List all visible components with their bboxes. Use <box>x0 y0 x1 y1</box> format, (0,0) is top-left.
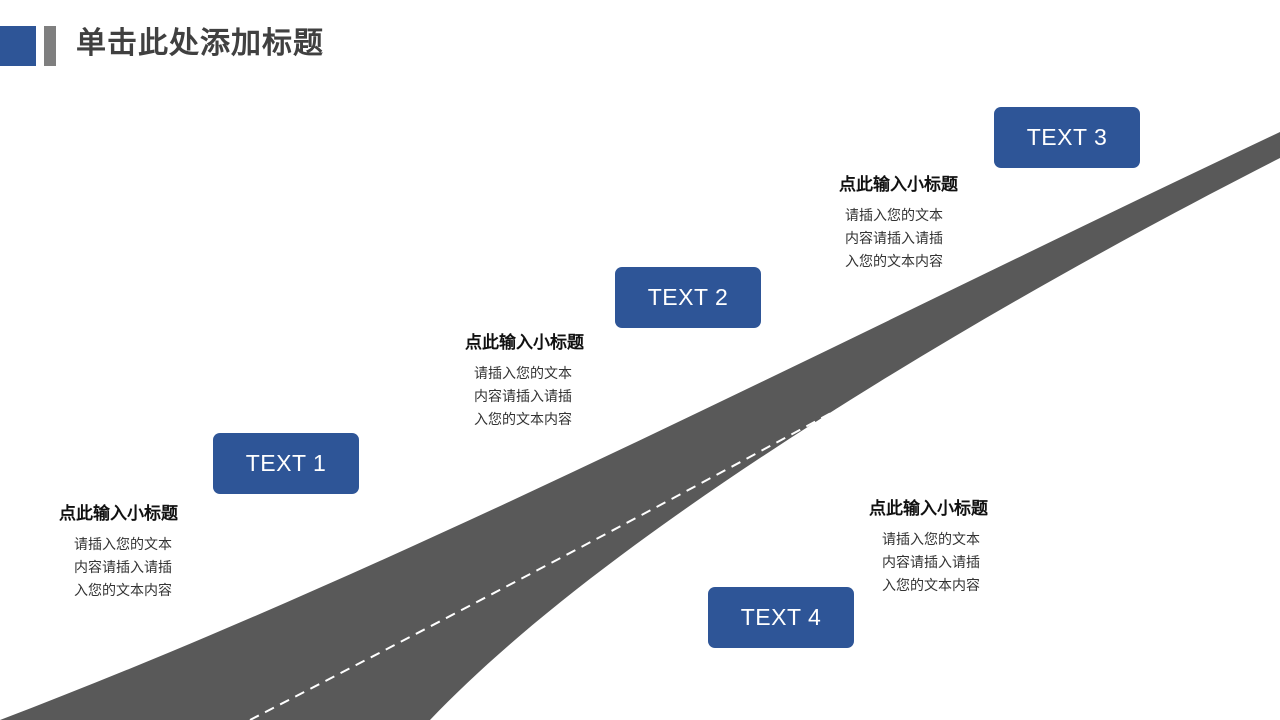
milestone-4-line-3[interactable]: 入您的文本内容 <box>882 578 980 594</box>
text-box-4[interactable]: TEXT 4 <box>708 587 854 648</box>
milestone-4-subtitle[interactable]: 点此输入小标题 <box>869 499 988 519</box>
milestone-1-subtitle[interactable]: 点此输入小标题 <box>59 504 178 524</box>
milestone-1-line-3[interactable]: 入您的文本内容 <box>74 583 172 599</box>
milestone-1-line-1[interactable]: 请插入您的文本 <box>74 537 172 553</box>
milestone-4-line-2[interactable]: 内容请插入请插 <box>882 555 980 571</box>
title-accent-bar <box>44 26 56 66</box>
text-box-1[interactable]: TEXT 1 <box>213 433 359 494</box>
milestone-1-text: 点此输入小标题 请插入您的文本 内容请插入请插 入您的文本内容 <box>59 502 259 603</box>
road-center-line <box>249 227 1161 720</box>
text-box-3-label: TEXT 3 <box>1026 124 1108 150</box>
milestone-2-subtitle[interactable]: 点此输入小标题 <box>465 333 584 353</box>
text-box-3[interactable]: TEXT 3 <box>994 107 1140 168</box>
text-box-1-label: TEXT 1 <box>245 450 327 476</box>
page-title[interactable]: 单击此处添加标题 <box>76 26 324 61</box>
milestone-4-text: 点此输入小标题 请插入您的文本 内容请插入请插 入您的文本内容 <box>869 497 1069 598</box>
milestone-2-line-2[interactable]: 内容请插入请插 <box>474 389 572 405</box>
title-accent-block <box>0 26 36 66</box>
milestone-3-line-1[interactable]: 请插入您的文本 <box>845 208 943 224</box>
milestone-4-line-1[interactable]: 请插入您的文本 <box>882 532 980 548</box>
text-box-4-label: TEXT 4 <box>740 604 822 630</box>
milestone-3-subtitle[interactable]: 点此输入小标题 <box>839 175 958 195</box>
milestone-1-line-2[interactable]: 内容请插入请插 <box>74 560 172 576</box>
text-box-2[interactable]: TEXT 2 <box>615 267 761 328</box>
milestone-2-text: 点此输入小标题 请插入您的文本 内容请插入请插 入您的文本内容 <box>465 331 665 432</box>
milestone-2-line-1[interactable]: 请插入您的文本 <box>474 366 572 382</box>
milestone-3-line-2[interactable]: 内容请插入请插 <box>845 231 943 247</box>
milestone-2-line-3[interactable]: 入您的文本内容 <box>474 412 572 428</box>
milestone-3-line-3[interactable]: 入您的文本内容 <box>845 254 943 270</box>
text-box-2-label: TEXT 2 <box>647 284 729 310</box>
milestone-3-text: 点此输入小标题 请插入您的文本 内容请插入请插 入您的文本内容 <box>839 173 1039 274</box>
